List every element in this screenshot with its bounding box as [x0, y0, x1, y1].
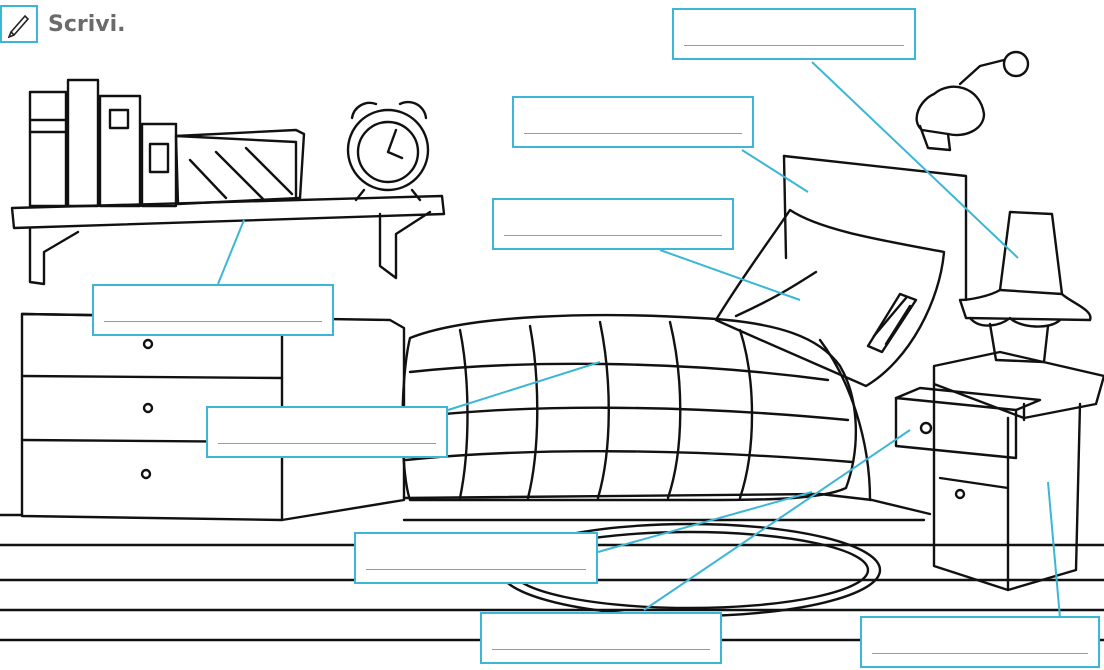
- answer-blank-drawer[interactable]: [480, 612, 722, 664]
- books: [30, 80, 304, 206]
- instruction-text: Scrivi.: [48, 12, 126, 37]
- instruction: Scrivi.: [0, 0, 126, 48]
- answer-line: [684, 45, 904, 46]
- answer-blank-bed-frame[interactable]: [354, 532, 598, 584]
- answer-blank-lamp-shade[interactable]: [672, 8, 916, 60]
- answer-line: [504, 235, 722, 236]
- wall-lamp: [917, 52, 1028, 150]
- answer-blank-headboard[interactable]: [512, 96, 754, 148]
- answer-line: [872, 653, 1088, 654]
- answer-line: [492, 649, 710, 650]
- answer-line: [104, 321, 322, 322]
- answer-blank-duvet[interactable]: [206, 406, 448, 458]
- answer-blank-pillow[interactable]: [492, 198, 734, 250]
- table-lamp: [960, 212, 1090, 362]
- answer-line: [218, 443, 436, 444]
- pillow: [716, 210, 944, 386]
- wall-shelf: [12, 196, 444, 284]
- answer-blank-shelf[interactable]: [92, 284, 334, 336]
- answer-line: [524, 133, 742, 134]
- alarm-clock: [348, 102, 428, 200]
- bedside-table: [896, 352, 1104, 590]
- answer-line: [366, 569, 586, 570]
- pencil-icon: [0, 5, 38, 43]
- answer-blank-bedside-table[interactable]: [860, 616, 1100, 668]
